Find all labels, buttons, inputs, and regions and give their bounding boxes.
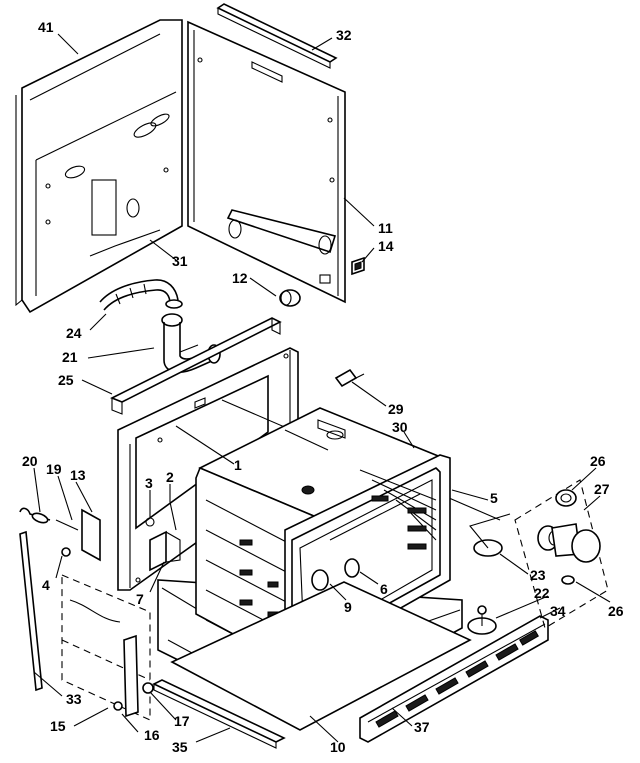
left-hardware-cluster	[19, 501, 181, 572]
callout-5: 5	[490, 490, 498, 506]
callout-1: 1	[234, 457, 242, 473]
callout-26-top: 26	[590, 453, 606, 469]
callout-24: 24	[66, 325, 82, 341]
callout-12: 12	[232, 270, 248, 286]
callout-4: 4	[42, 577, 50, 593]
callout-13: 13	[70, 467, 86, 483]
part-11-side-panel	[187, 20, 346, 304]
part-22-socket	[467, 605, 497, 635]
callout-27: 27	[594, 481, 610, 497]
part-33-side-trim	[19, 530, 43, 692]
callout-29: 29	[388, 401, 404, 417]
leader-lines	[33, 33, 611, 743]
callout-11: 11	[378, 220, 393, 236]
callout-31: 31	[172, 253, 188, 269]
callout-30: 30	[392, 419, 408, 435]
part-37-vent-grille	[359, 615, 549, 743]
part-24-vent-tube	[99, 279, 183, 311]
callout-41: 41	[38, 19, 54, 35]
callout-9: 9	[344, 599, 352, 615]
callout-37: 37	[414, 719, 430, 735]
callout-3: 3	[145, 475, 153, 491]
lower-panel-outline	[61, 574, 154, 721]
part-23-reflector	[469, 513, 511, 557]
callout-25: 25	[58, 372, 74, 388]
callout-6: 6	[380, 581, 388, 597]
callout-21: 21	[62, 349, 78, 365]
part-35-bottom-rail	[152, 679, 286, 749]
callout-2: 2	[166, 469, 174, 485]
callout-32: 32	[336, 27, 352, 43]
callout-labels: 41 32 11 14 31 12 24 21 25 29 30 1 20 19…	[22, 19, 624, 755]
part-32-top-strip	[216, 3, 338, 69]
callout-7: 7	[136, 591, 144, 607]
callout-17: 17	[174, 713, 190, 729]
part-12-grommet	[279, 289, 301, 307]
callout-22: 22	[534, 585, 550, 601]
bottom-floor-strip	[170, 581, 472, 731]
part-25-top-rail	[110, 317, 282, 415]
callout-14: 14	[378, 238, 394, 254]
callout-20: 20	[22, 453, 38, 469]
callout-10: 10	[330, 739, 346, 755]
callout-23: 23	[530, 567, 546, 583]
callout-15: 15	[50, 718, 66, 734]
part-29-sensor	[334, 368, 365, 388]
callout-19: 19	[46, 461, 62, 477]
callout-35: 35	[172, 739, 188, 755]
callout-33: 33	[66, 691, 82, 707]
callout-34: 34	[550, 603, 566, 619]
part-41-rear-shield	[15, 19, 183, 314]
callout-26-bottom: 26	[608, 603, 624, 619]
callout-16: 16	[144, 727, 160, 743]
lamp-assembly	[514, 479, 609, 629]
part-14-clip	[351, 256, 365, 276]
